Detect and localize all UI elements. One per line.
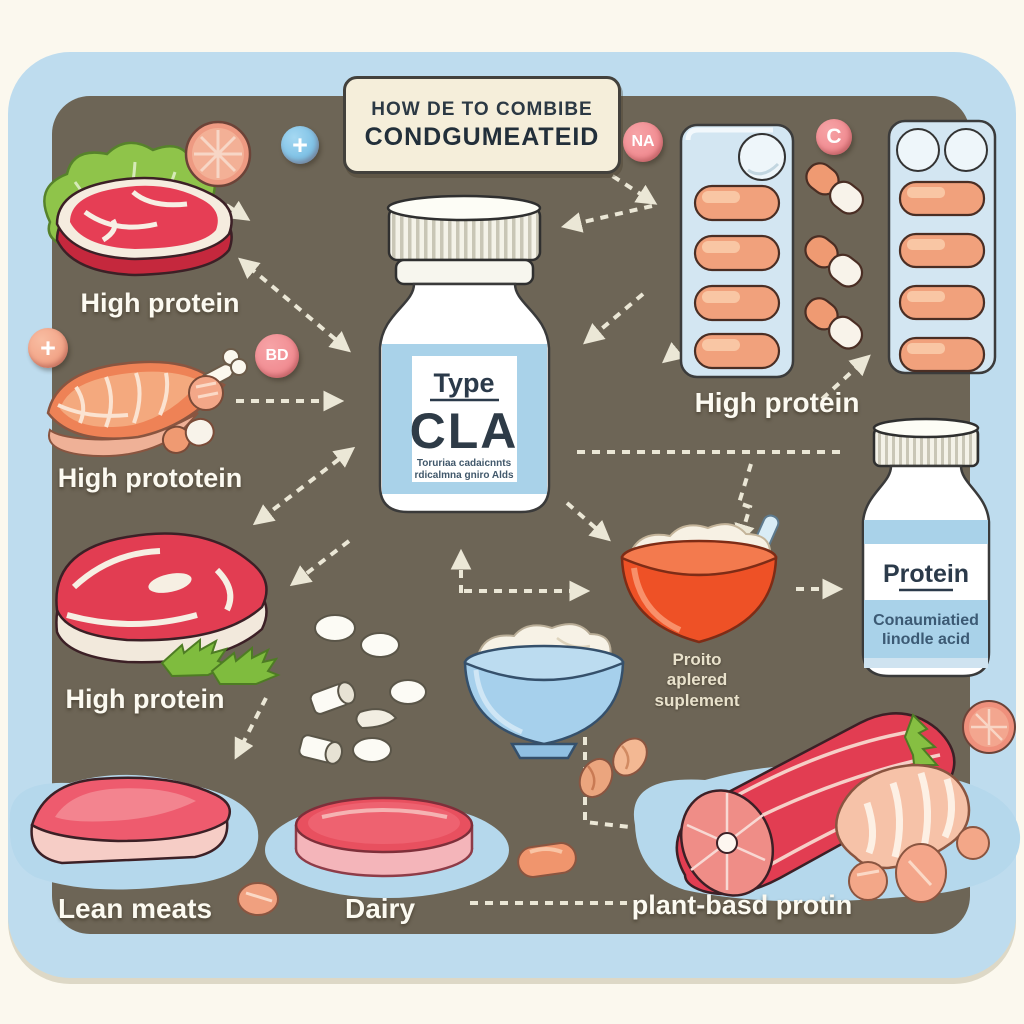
bd-badge: BD <box>255 334 299 378</box>
note-line-1: Proito <box>672 650 722 669</box>
citrus-slice-small <box>962 700 1016 754</box>
label-plant-based: plant-basd protin <box>631 890 853 920</box>
capsule-pill <box>161 417 215 454</box>
cla-type-label: Type <box>433 368 494 398</box>
blister-pack-1 <box>679 123 795 379</box>
na-badge: NA <box>623 122 663 162</box>
supplement-note: Proito aplered suplement <box>642 650 752 711</box>
loose-capsules <box>804 162 865 350</box>
plus-badge-blue: + <box>281 126 319 164</box>
citrus-slice <box>184 120 252 188</box>
meat-roll <box>675 712 956 897</box>
label-high-protein-2: High protein <box>65 684 225 714</box>
steak-lettuce-illustration <box>43 120 252 277</box>
round-pill <box>188 375 224 411</box>
c-badge: C <box>816 119 852 155</box>
lean-meat-illustration <box>9 774 259 890</box>
shrimp <box>835 763 971 870</box>
protein-subtext-1: Conaumiatied <box>873 612 979 629</box>
blister-pack-2 <box>887 119 997 375</box>
note-line-2: aplered <box>666 670 728 690</box>
protein-name: Protein <box>883 560 969 588</box>
capsule-row <box>898 180 986 373</box>
cla-subtext-2: rdicalmna gniro Alds <box>414 470 514 481</box>
title-box: HOW DE TO COMBIBE CONDGUMEATEID <box>343 76 621 174</box>
label-high-prototein: High prototein <box>57 463 243 493</box>
dairy-slices <box>294 796 474 878</box>
big-steak-illustration <box>55 532 281 685</box>
scatter-pills-right <box>848 826 990 903</box>
salmon-illustration <box>46 348 248 458</box>
title-line-1: HOW DE TO COMBIBE <box>371 98 593 120</box>
steak-top-left <box>55 176 233 277</box>
label-dairy: Dairy <box>344 893 416 924</box>
cla-name: CLA <box>410 403 519 459</box>
arugula-leaves <box>160 637 281 685</box>
title-line-2: CONDGUMEATEID <box>364 122 600 151</box>
label-high-protein-1: High protein <box>80 288 240 318</box>
lettuce-sprig <box>903 713 940 781</box>
blue-bowl-illustration <box>463 623 625 760</box>
capsule-row <box>693 184 781 370</box>
plus-badge-peach: + <box>28 328 68 368</box>
lean-meat-slab <box>30 776 231 865</box>
protein-subtext-2: Iinodle acid <box>882 631 970 648</box>
plant-based-illustration <box>633 700 1021 903</box>
protein-bottle: Protein Conaumiatied Iinodle acid <box>861 417 991 678</box>
label-lean-meats: Lean meats <box>57 893 213 924</box>
label-high-protein-3: High protein <box>694 387 860 418</box>
note-line-3: suplement <box>654 690 740 710</box>
dairy-illustration <box>265 796 509 898</box>
white-pills-cluster <box>298 614 427 765</box>
cla-subtext-1: Toruriaa cadaicnnts <box>417 458 512 469</box>
cla-bottle: Type CLA Toruriaa cadaicnnts rdicalmna g… <box>378 194 551 514</box>
